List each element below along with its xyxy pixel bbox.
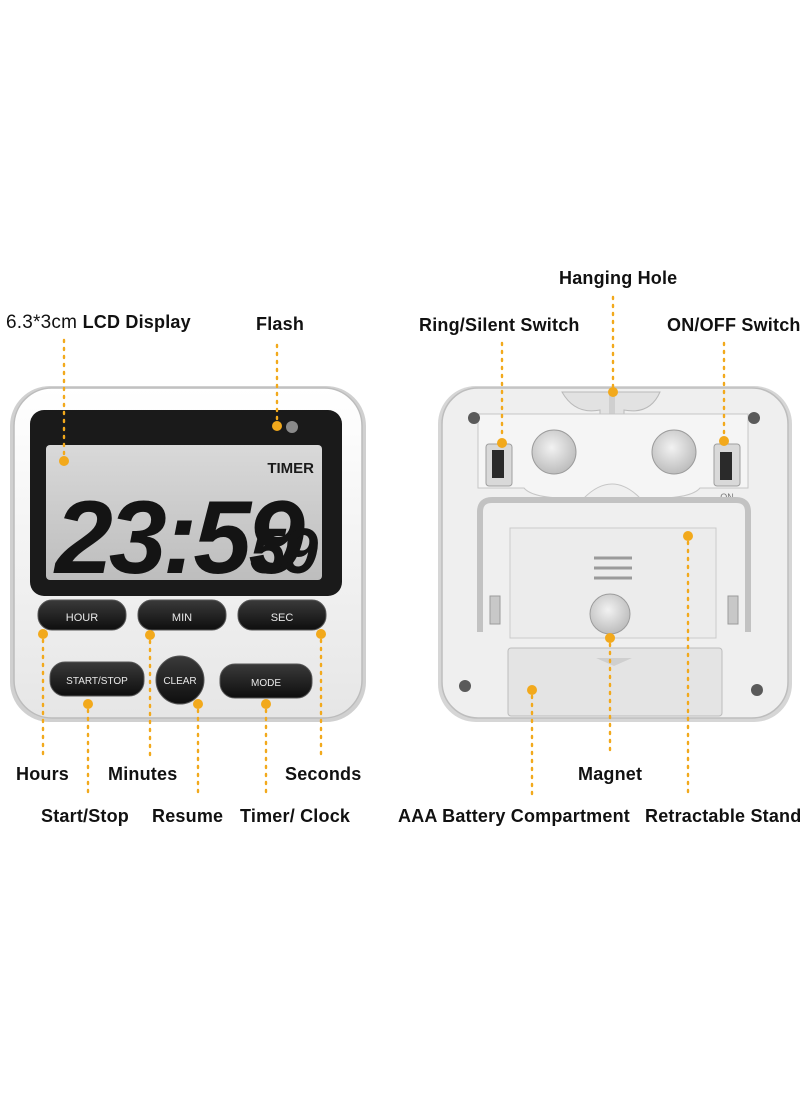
min-button[interactable] (137, 599, 227, 631)
seconds-label: Seconds (285, 764, 362, 784)
magnet (589, 593, 631, 635)
min-button-label: MIN (172, 612, 192, 624)
back-timer: ON (438, 386, 792, 722)
lcd-time-seconds: 59 (250, 515, 319, 587)
hours-label: Hours (16, 764, 70, 784)
callout-guides (38, 295, 729, 798)
clear-button[interactable] (155, 655, 205, 705)
hour-button[interactable] (37, 599, 127, 631)
hanging-hole-label: Hanging Hole (559, 268, 678, 288)
sec-button[interactable] (237, 599, 327, 631)
start-stop-button-label: START/STOP (66, 676, 128, 687)
lcd-mode-text: TIMER (267, 460, 314, 477)
front-timer: TIMER 23:59 59 HOUR MIN SEC START/STOP C… (10, 386, 366, 722)
lcd-time-main: 23:59 (53, 480, 305, 596)
retractable-stand-label: Retractable Stand (645, 806, 800, 826)
start-stop-button[interactable] (49, 661, 145, 697)
size-prefix: 6.3*3cm (6, 312, 78, 333)
battery-compartment-label: AAA Battery Compartment (398, 806, 630, 826)
left-knob (531, 429, 577, 475)
mode-button[interactable] (219, 663, 313, 699)
mode-button-label: MODE (251, 678, 281, 689)
flash-led (286, 421, 298, 433)
screw-icon (748, 412, 760, 424)
screw-icon (751, 684, 763, 696)
resume-label: Resume (152, 806, 224, 826)
lcd-display-text: LCD Display (82, 312, 191, 332)
hour-button-label: HOUR (66, 612, 98, 624)
magnet-label: Magnet (578, 764, 643, 784)
screw-icon (468, 412, 480, 424)
lcd-screen (46, 445, 322, 580)
minutes-label: Minutes (108, 764, 178, 784)
timer-clock-label: Timer/ Clock (240, 806, 351, 826)
battery-compartment[interactable] (507, 647, 723, 717)
clear-button-label: CLEAR (163, 676, 196, 687)
flash-label: Flash (256, 314, 305, 334)
screw-icon (459, 680, 471, 692)
start-stop-label: Start/Stop (41, 806, 130, 826)
sec-button-label: SEC (271, 612, 294, 624)
retractable-stand[interactable] (477, 497, 751, 632)
ring-silent-switch-label: Ring/Silent Switch (419, 315, 580, 335)
right-knob (651, 429, 697, 475)
size-lcd-display-label: 6.3*3cm LCD Display (6, 312, 191, 334)
on-off-switch-label: ON/OFF Switch (667, 315, 800, 335)
